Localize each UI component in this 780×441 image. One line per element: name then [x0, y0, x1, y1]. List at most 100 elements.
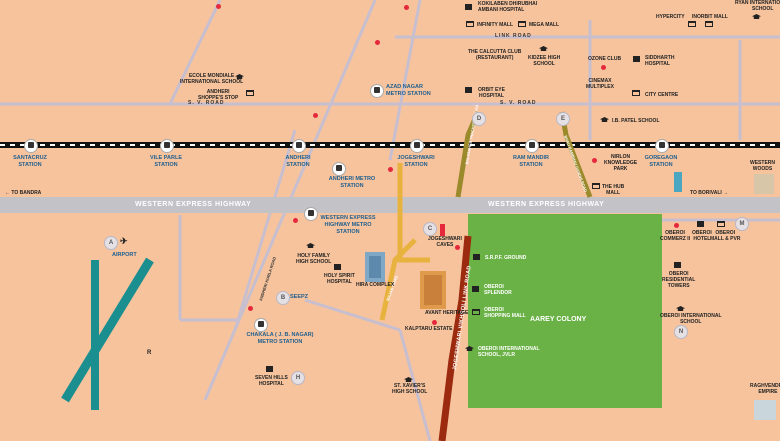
marker-m[interactable]: M — [735, 217, 749, 231]
jvlr-road — [438, 235, 472, 441]
train-icon[interactable] — [655, 139, 669, 153]
station-jogeshwari[interactable]: JOGESHWARI STATION — [397, 155, 435, 168]
hira-complex[interactable]: HIRA COMPLEX — [356, 282, 395, 288]
hypercity[interactable]: HYPERCITY — [656, 14, 685, 20]
residence-icon — [674, 262, 681, 268]
train-icon[interactable] — [525, 139, 539, 153]
jogeshwari-caves[interactable]: JOGESHWARI CAVES — [428, 236, 462, 248]
school-icon — [676, 306, 685, 311]
station-andheri[interactable]: ANDHERI STATION — [285, 155, 311, 168]
marker-h[interactable]: H — [291, 371, 305, 385]
school-icon — [235, 74, 244, 79]
oberoi-residential[interactable]: OBEROI RESIDENTIAL TOWERS — [662, 271, 696, 289]
school-icon — [404, 377, 413, 382]
marker-n[interactable]: N — [674, 325, 688, 339]
location-dot — [592, 158, 597, 163]
oberoi-shopping-mall[interactable]: OBEROI SHOPPING MALL — [484, 307, 526, 319]
ryan-school[interactable]: RYAN INTERNATIONAL SCHOOL — [735, 0, 780, 12]
marker-airport[interactable]: A — [104, 236, 118, 250]
avant-heritage[interactable]: AVANT HERITAGE — [425, 310, 469, 316]
sv-road-label: S. V. ROAD — [188, 100, 225, 106]
mall-icon — [472, 309, 480, 315]
station-chakala-metro[interactable]: CHAKALA ( J. B. NAGAR) METRO STATION — [246, 332, 314, 345]
station-goregaon[interactable]: GOREGAON STATION — [644, 155, 678, 168]
station-azad-nagar-metro[interactable]: AZAD NAGAR METRO STATION — [386, 84, 431, 97]
train-icon[interactable] — [292, 139, 306, 153]
kokilaben-hospital[interactable]: KOKILABEN DHIRUBHAI AMBANI HOSPITAL — [478, 1, 538, 13]
seepz-label: SEEPZ — [290, 294, 309, 300]
metro-icon[interactable] — [370, 84, 384, 98]
holy-spirit-hospital[interactable]: HOLY SPIRIT HOSPITAL — [324, 273, 355, 285]
mall-icon — [705, 21, 713, 27]
western-woods[interactable]: WESTERN WOODS — [750, 160, 775, 172]
train-icon[interactable] — [160, 139, 174, 153]
oberoi-intl-school[interactable]: OBEROI INTERNATIONAL SCHOOL — [660, 313, 722, 325]
school-icon — [539, 46, 548, 51]
kidzee-school[interactable]: KIDZEE HIGH SCHOOL — [528, 55, 561, 67]
building-icon — [674, 172, 682, 192]
location-dot — [432, 320, 437, 325]
weh-label-left: WESTERN EXPRESS HIGHWAY — [135, 201, 252, 208]
mall-icon — [592, 183, 600, 189]
school-icon — [306, 243, 315, 248]
building-icon — [754, 174, 774, 194]
oberoi-mall[interactable]: OBEROI MALL & PVR — [710, 230, 741, 242]
kalpataru-estate[interactable]: KALPTARU ESTATE — [405, 326, 453, 332]
marker-c[interactable]: C — [423, 222, 437, 236]
mega-mall[interactable]: MEGA MALL — [529, 22, 560, 28]
srpf-ground[interactable]: S.R.P.F. GROUND — [485, 255, 527, 261]
hospital-icon — [633, 56, 640, 62]
raghvendra-empire[interactable]: RAGHVENDRA EMPIRE — [750, 383, 780, 395]
train-icon[interactable] — [410, 139, 424, 153]
siddharth-hospital[interactable]: SIDDHARTH HOSPITAL — [645, 55, 675, 67]
to-borivali-label: TO BORIVALI → — [690, 190, 729, 196]
mall-icon — [518, 21, 526, 27]
hospital-icon — [266, 366, 273, 372]
location-dot — [674, 223, 679, 228]
andheri-shoppers-stop[interactable]: ANDHERI SHOPPE'S STOP — [198, 89, 239, 101]
marker-e[interactable]: E — [556, 112, 570, 126]
oberoi-intl-school-jvlr[interactable]: OBEROI INTERNATIONAL SCHOOL, JVLR — [478, 346, 540, 358]
marker-d[interactable]: D — [472, 112, 486, 126]
orbit-eye-hospital[interactable]: ORBIT EYE HOSPITAL — [478, 87, 505, 99]
train-icon[interactable] — [24, 139, 38, 153]
mall-icon — [717, 221, 725, 227]
ozone-club[interactable]: OZONE CLUB — [588, 56, 622, 62]
metro-icon[interactable] — [304, 207, 318, 221]
oberoi-hotel[interactable]: OBEROI HOTEL — [692, 230, 712, 242]
inorbit-mall[interactable]: INORBIT MALL — [692, 14, 728, 20]
sv-road-label-right: S. V. ROAD — [500, 100, 537, 106]
road-marol — [304, 298, 401, 332]
station-andheri-metro[interactable]: ANDHERI METRO STATION — [328, 176, 376, 189]
nirlon-park[interactable]: NIRLON KNOWLEDGE PARK — [604, 154, 638, 172]
st-xaviers-school[interactable]: ST. XAVIER'S HIGH SCHOOL — [392, 383, 428, 395]
road-mid — [388, 0, 422, 161]
hotel-icon — [697, 221, 704, 227]
station-weh-metro[interactable]: WESTERN EXPRESS HIGHWAY METRO STATION — [320, 215, 376, 235]
marker-seepz[interactable]: B — [276, 291, 290, 305]
infinity-mall[interactable]: INFINITY MALL — [477, 22, 514, 28]
mall-icon — [466, 21, 474, 27]
station-santacruz[interactable]: SANTACRUZ STATION — [13, 155, 47, 168]
oberoi-commerz[interactable]: OBEROI COMMERZ II — [660, 230, 690, 242]
building-icon — [754, 400, 776, 420]
hira-complex-building — [365, 252, 385, 282]
ecole-mondiale[interactable]: ECOLE MONDIALE INTERNATIONAL SCHOOL — [180, 73, 244, 85]
ib-patel-school[interactable]: I.B. PATEL SCHOOL — [612, 118, 660, 124]
station-vile-parle[interactable]: VILE PARLE STATION — [150, 155, 182, 168]
seven-hills-hospital[interactable]: SEVEN HILLS HOSPITAL — [255, 375, 288, 387]
calcutta-club[interactable]: THE CALCUTTA CLUB (RESTAURANT) — [468, 49, 522, 61]
hub-mall[interactable]: THE HUB MALL — [602, 184, 625, 196]
cinemax[interactable]: CINEMAX MULTIPLEX — [586, 78, 614, 90]
school-icon — [752, 14, 761, 19]
r-label: R — [147, 350, 152, 356]
metro-icon[interactable] — [332, 162, 346, 176]
metro-icon[interactable] — [254, 318, 268, 332]
city-centre[interactable]: CITY CENTRE — [645, 92, 679, 98]
avant-heritage-building — [420, 271, 446, 309]
station-ram-mandir[interactable]: RAM MANDIR STATION — [512, 155, 550, 168]
yellow-road-1 — [397, 163, 430, 263]
oberoi-splendor[interactable]: OBEROI SPLENDOR — [484, 284, 512, 296]
holy-family-school[interactable]: HOLY FAMILY HIGH SCHOOL — [296, 253, 332, 265]
